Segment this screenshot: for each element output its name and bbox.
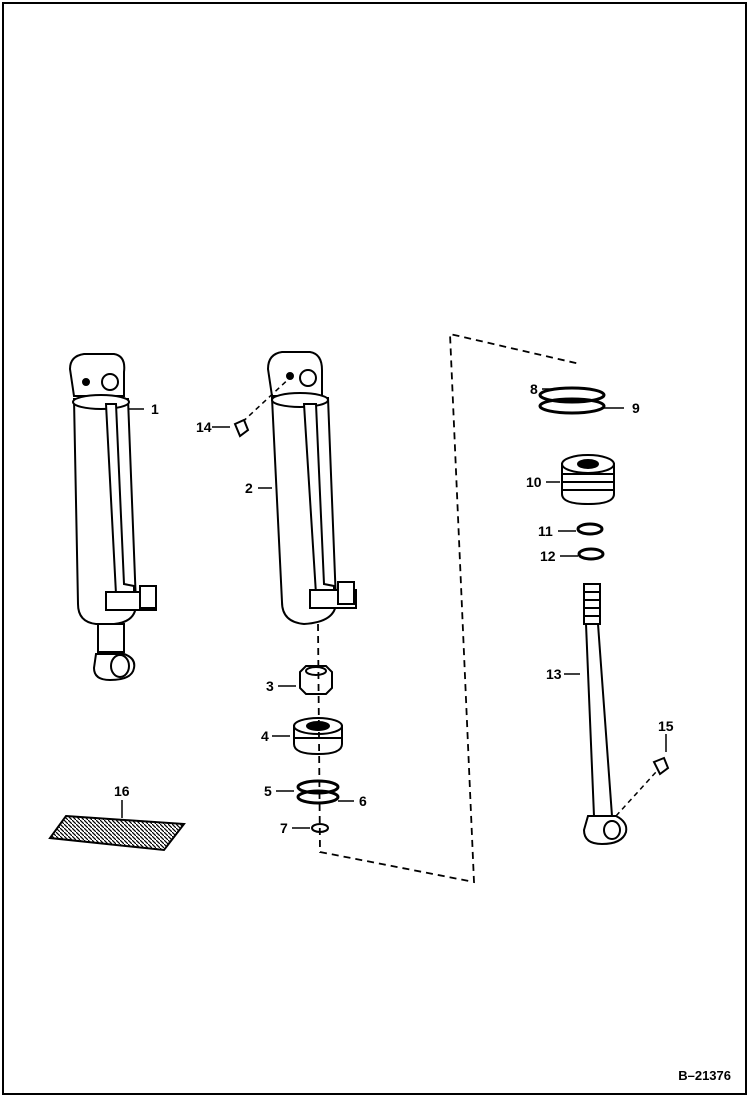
- piston: [561, 454, 615, 506]
- exploded-parts-diagram: 1 2 3 4 5 6 7 8 9 10 11 12 13 14 15 16: [48, 332, 674, 884]
- callout-12: 12: [540, 548, 556, 564]
- callout-9: 9: [632, 400, 640, 416]
- piston-nut: [299, 665, 333, 695]
- callout-1: 1: [151, 401, 159, 417]
- callout-15: 15: [658, 718, 674, 734]
- callout-11: 11: [538, 523, 553, 539]
- grease-fitting-15: [652, 756, 670, 776]
- callout-13: 13: [546, 666, 562, 682]
- callout-6: 6: [359, 793, 367, 809]
- cylinder-barrel: [266, 351, 357, 626]
- ring-12: [577, 547, 605, 561]
- seal-rings-8-9: [538, 386, 606, 415]
- callout-2: 2: [245, 480, 253, 496]
- leader-lines: [121, 388, 667, 829]
- ring-11: [576, 522, 604, 536]
- callout-10: 10: [526, 474, 542, 490]
- assembly-outline: [317, 332, 581, 884]
- grease-fitting-14: [233, 418, 250, 438]
- seal-rings-5-6: [296, 779, 340, 805]
- callout-8: 8: [530, 381, 538, 397]
- callout-7: 7: [280, 820, 288, 836]
- callout-16: 16: [114, 783, 130, 799]
- figure-reference: B–21376: [678, 1068, 731, 1083]
- piston-seal-ring: [293, 717, 343, 756]
- callout-5: 5: [264, 783, 272, 799]
- cylinder-assembly: [68, 353, 157, 682]
- callout-14: 14: [196, 419, 212, 435]
- piston-rod: [582, 583, 628, 846]
- callout-3: 3: [266, 678, 274, 694]
- decal-16: [48, 814, 186, 852]
- callout-4: 4: [261, 728, 269, 744]
